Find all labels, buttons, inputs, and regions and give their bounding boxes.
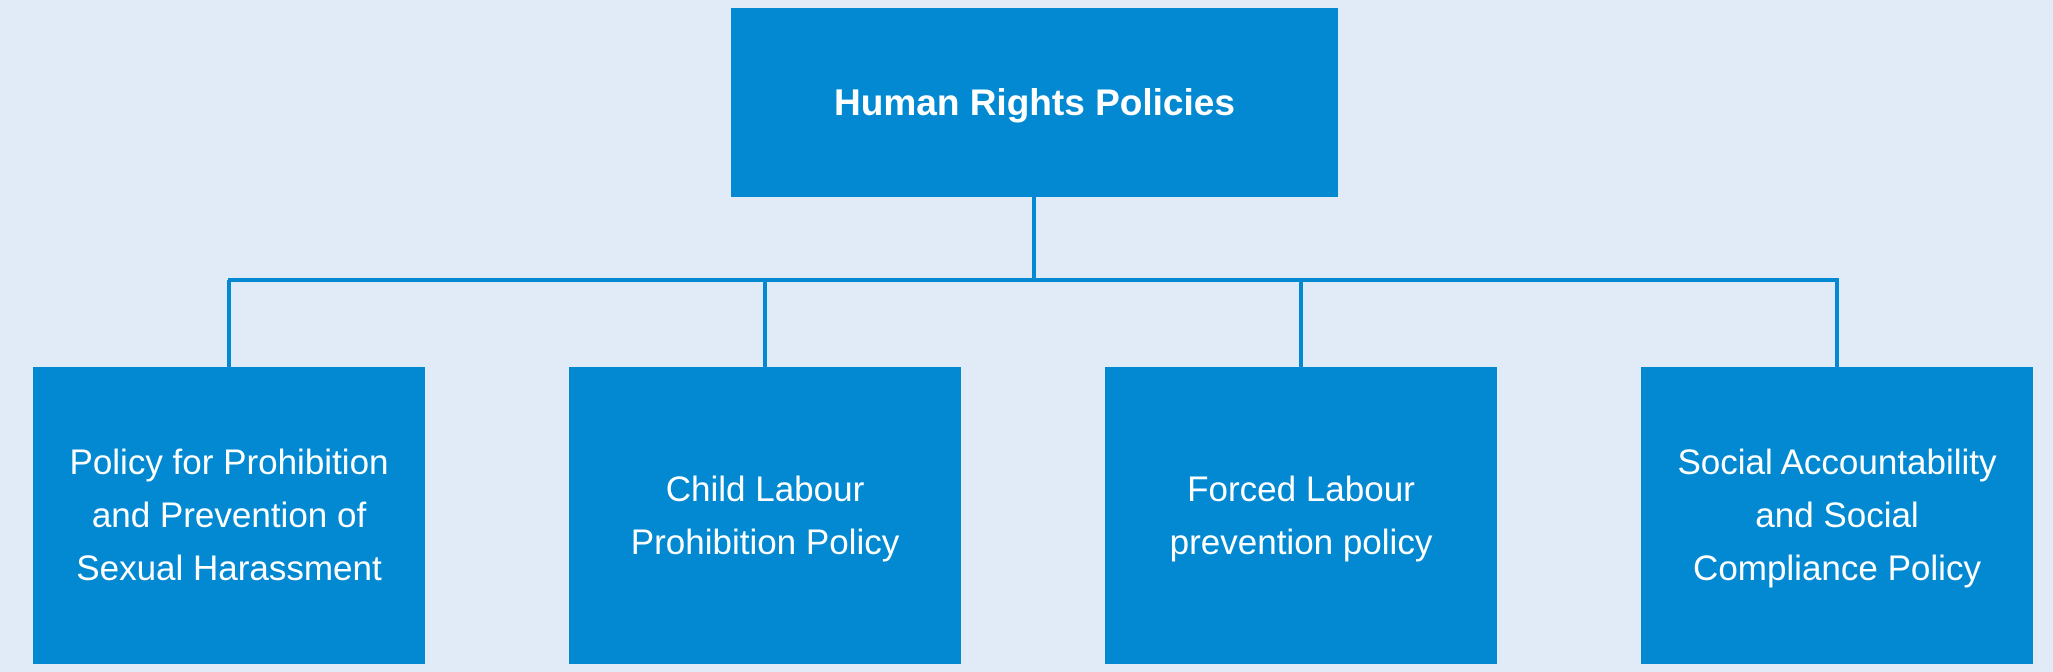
child-node-child-labour-policy: Child Labour Prohibition Policy [569,367,961,664]
root-node-label: Human Rights Policies [834,81,1235,123]
child-node-label: Social Accountability and Social Complia… [1677,443,1997,588]
child-node-label: Forced Labour prevention policy [1169,469,1433,562]
root-node: Human Rights Policies [731,8,1338,197]
child-node-forced-labour-policy: Forced Labour prevention policy [1105,367,1497,664]
child-node-sexual-harassment-policy: Policy for Prohibition and Prevention of… [33,367,425,664]
child-node-social-accountability-policy: Social Accountability and Social Complia… [1641,367,2033,664]
child-node-label: Child Labour Prohibition Policy [630,469,900,562]
child-node-label: Policy for Prohibition and Prevention of… [69,443,389,588]
